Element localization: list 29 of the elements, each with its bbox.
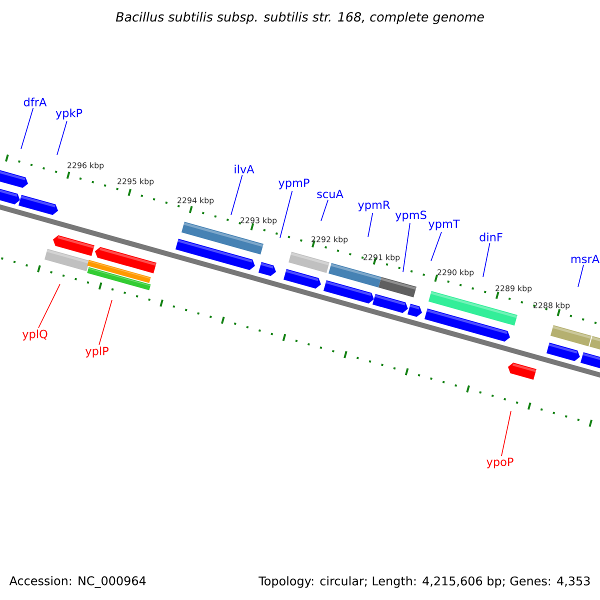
gene-label: ypmT [428,220,460,230]
gene-label: dfrA [24,98,47,106]
gene-label: ypoP [486,458,514,468]
gene-label: ypkP [56,108,82,120]
leader-line [368,212,374,238]
footer-text: Topology: circular; Length: 4,215,606 bp; Genes: 4,353 [258,576,590,588]
leader-line [98,300,112,346]
leader-line [482,242,490,278]
gene-label: ypmP [278,178,310,190]
gene-label: yplQ [22,330,48,340]
leader-line [430,232,442,262]
gene-label: scuA [317,190,344,198]
gene-label: ilvA [234,164,254,174]
leader-line [320,199,328,222]
leader-line [20,108,34,150]
gene-label: ypmR [358,200,390,212]
leader-line [578,264,584,288]
leader-line [56,120,68,156]
gene-label: yplP [85,346,108,358]
gene-label: msrA [571,254,600,264]
gene-label: ypmS [395,210,426,222]
leader-line [501,410,512,456]
leader-line [402,222,410,272]
leader-line [230,174,243,216]
gene-label: dinF [480,232,502,242]
footer-text: Accession: NC_000964 [9,576,146,588]
leader-line [280,190,293,238]
leader-line [38,284,60,328]
title: Bacillus subtilis subsp. subtilis str. 168, complete genome [116,12,484,24]
